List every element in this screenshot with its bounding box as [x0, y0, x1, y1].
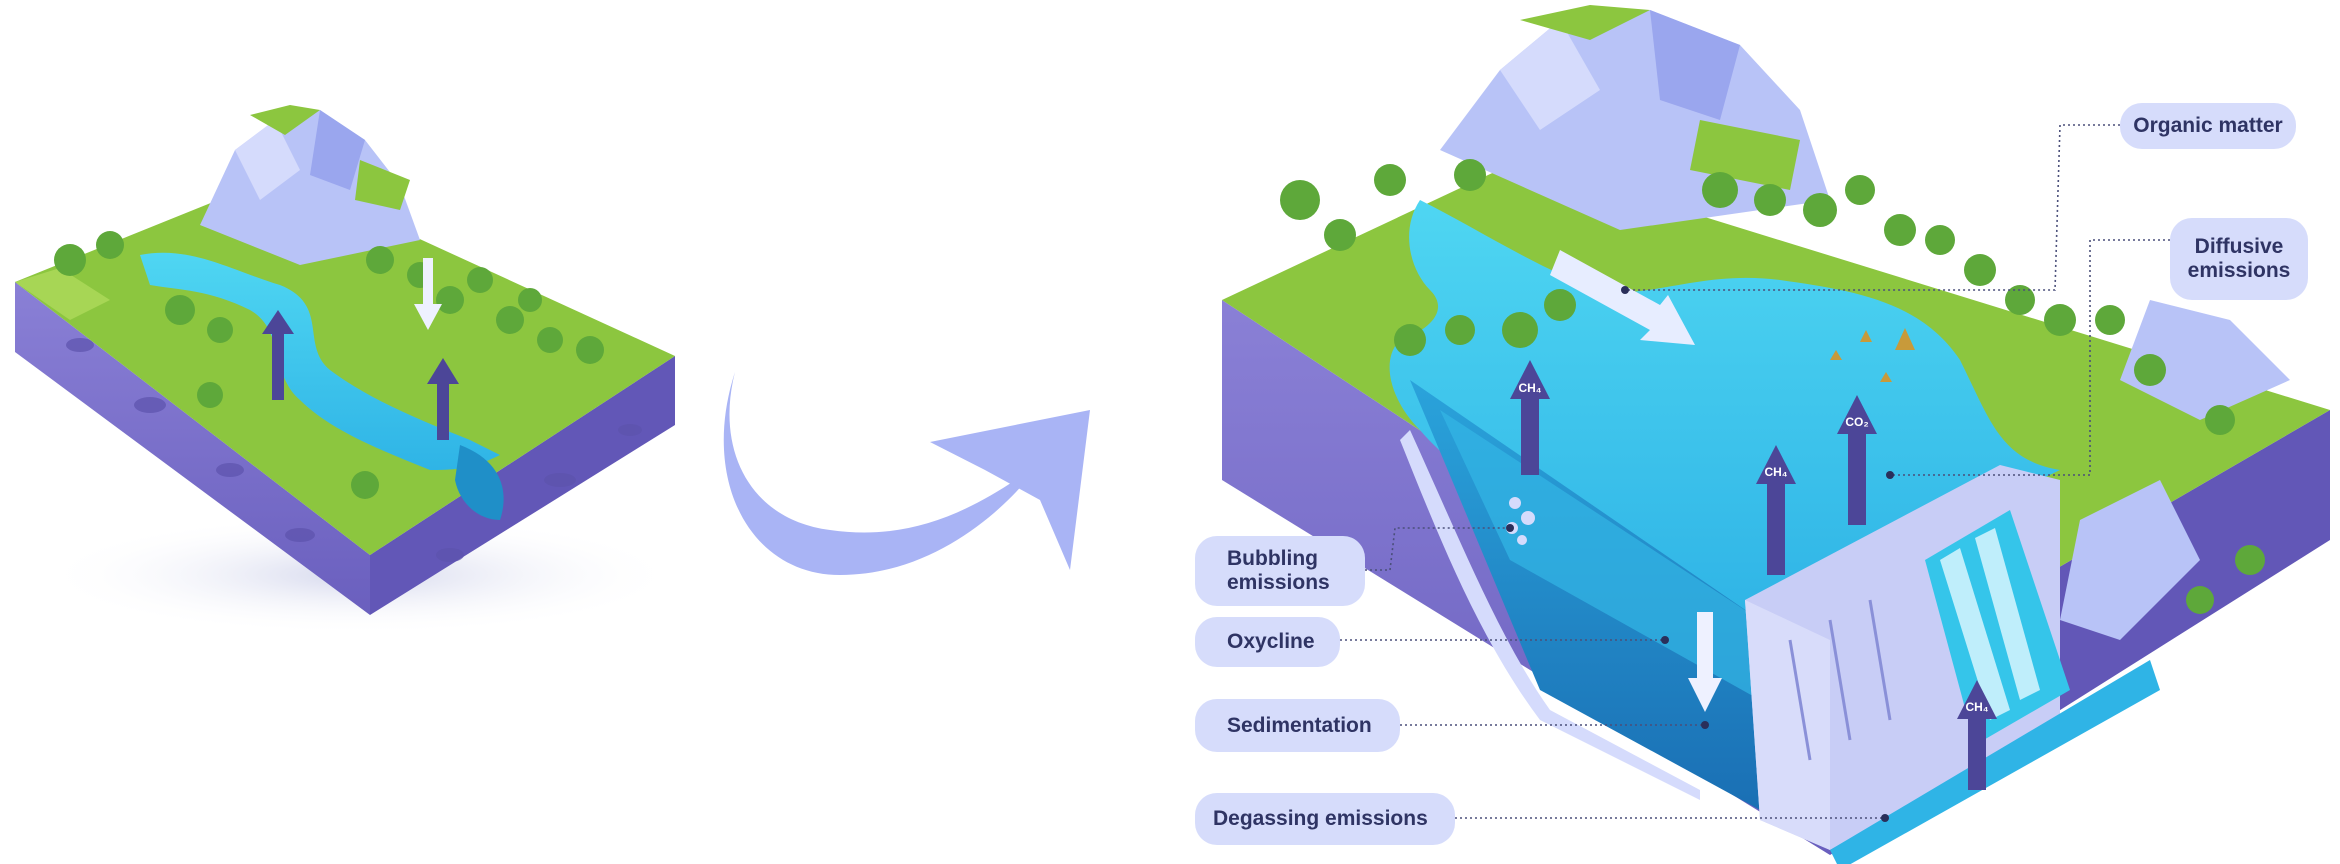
- reservoir-mountain: [1440, 5, 2290, 640]
- ch4-arrow-2: CH₄: [1756, 445, 1796, 575]
- mountain: [200, 105, 420, 265]
- flow-arrow-left: [414, 258, 442, 330]
- sedimentation-arrow: [1688, 612, 1722, 712]
- svg-text:CH₄: CH₄: [1764, 465, 1787, 479]
- callout-oxycline: Oxycline: [1195, 617, 1340, 667]
- svg-text:CH₄: CH₄: [1518, 381, 1541, 395]
- callout-sedimentation: Sedimentation: [1195, 699, 1400, 752]
- reservoir-forest: [1280, 159, 2265, 614]
- leader-lines: [1340, 124, 2170, 819]
- ch4-arrow-1: CH₄: [1510, 360, 1550, 475]
- leader-dots: [1506, 286, 1894, 822]
- forest-left: [54, 231, 604, 499]
- curved-transition-arrow-icon: [723, 372, 1090, 575]
- reservoir-block: CH₄ CH₄ CO₂ CH₄: [1222, 5, 2330, 864]
- soil-left-face: [15, 282, 370, 615]
- svg-text:CH₄: CH₄: [1965, 700, 1988, 714]
- callout-degassing-emissions: Degassing emissions: [1195, 793, 1455, 845]
- co2-arrow: CO₂: [1837, 395, 1877, 525]
- natural-river-block: [15, 105, 680, 635]
- gas-arrow-left-2: [427, 358, 459, 440]
- callout-diffusive-emissions: Diffusive emissions: [2170, 218, 2308, 300]
- organic-matter-icon: [1830, 328, 1915, 382]
- inflow-arrow: [1550, 250, 1695, 345]
- callout-bubbling-emissions: Bubbling emissions: [1195, 536, 1365, 606]
- callout-organic-matter: Organic matter: [2120, 103, 2296, 149]
- ch4-arrow-3: CH₄: [1957, 680, 1997, 790]
- svg-text:CO₂: CO₂: [1845, 415, 1868, 429]
- river: [140, 252, 500, 470]
- gas-arrow-left-1: [262, 310, 294, 400]
